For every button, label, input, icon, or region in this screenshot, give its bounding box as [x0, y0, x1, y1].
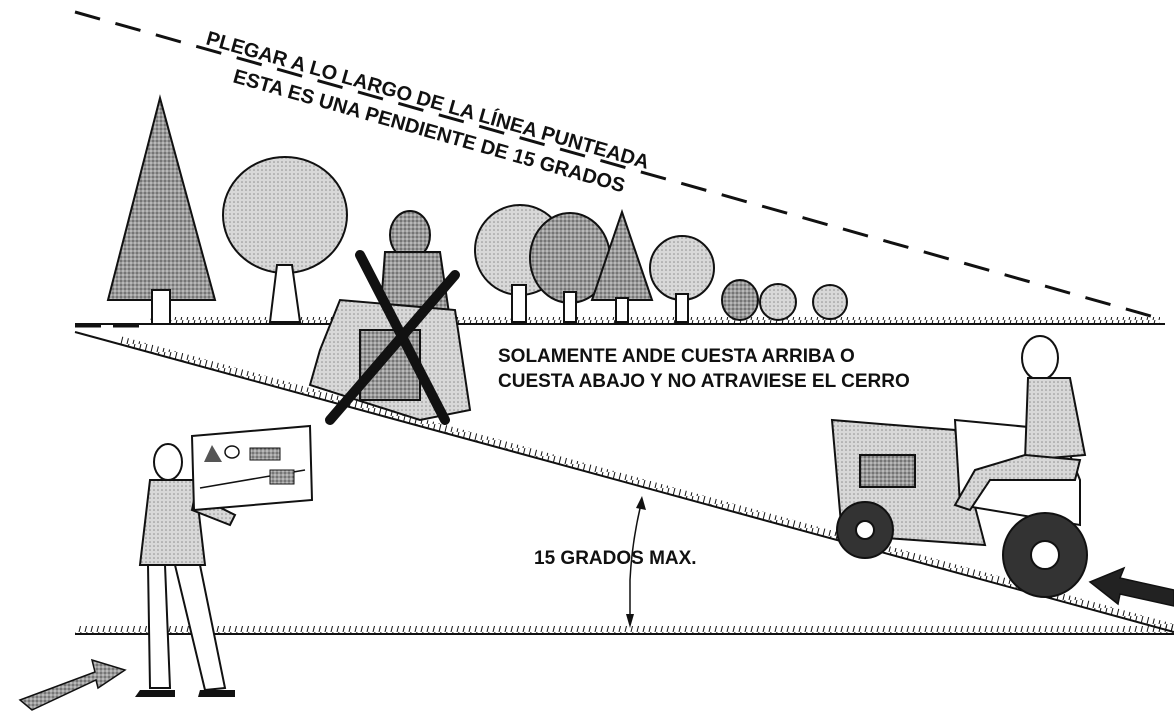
fold-line-label: PLEGAR A LO LARGO DE LA LÍNEA PUNTEADA [204, 27, 652, 174]
slope-ground [74, 331, 1174, 633]
tree-icon [529, 212, 611, 323]
gauge-card-icon [190, 424, 314, 512]
prohibited-x-icon [325, 250, 460, 425]
person-icon [135, 443, 237, 697]
instruction-line-1: SOLAMENTE ANDE CUESTA ARRIBA O [498, 346, 855, 367]
tree-icon [649, 235, 715, 323]
instruction-line-2: CUESTA ABAJO Y NO ATRAVIESE EL CERRO [498, 371, 910, 392]
lawn-tractor-icon [830, 335, 1088, 598]
bottom-ground [75, 626, 1174, 635]
tree-icon [590, 208, 654, 323]
fold-dashed-line [74, 10, 1166, 322]
direction-arrow-icon [1088, 566, 1174, 607]
max-angle-label: 15 GRADOS MAX. [534, 548, 697, 569]
direction-arrow-icon [18, 658, 127, 711]
angle-indicator [626, 496, 646, 628]
horizon-ground [75, 317, 1165, 325]
tree-icon [106, 94, 217, 325]
tree-icon [222, 156, 348, 323]
tree-icon [721, 279, 848, 321]
